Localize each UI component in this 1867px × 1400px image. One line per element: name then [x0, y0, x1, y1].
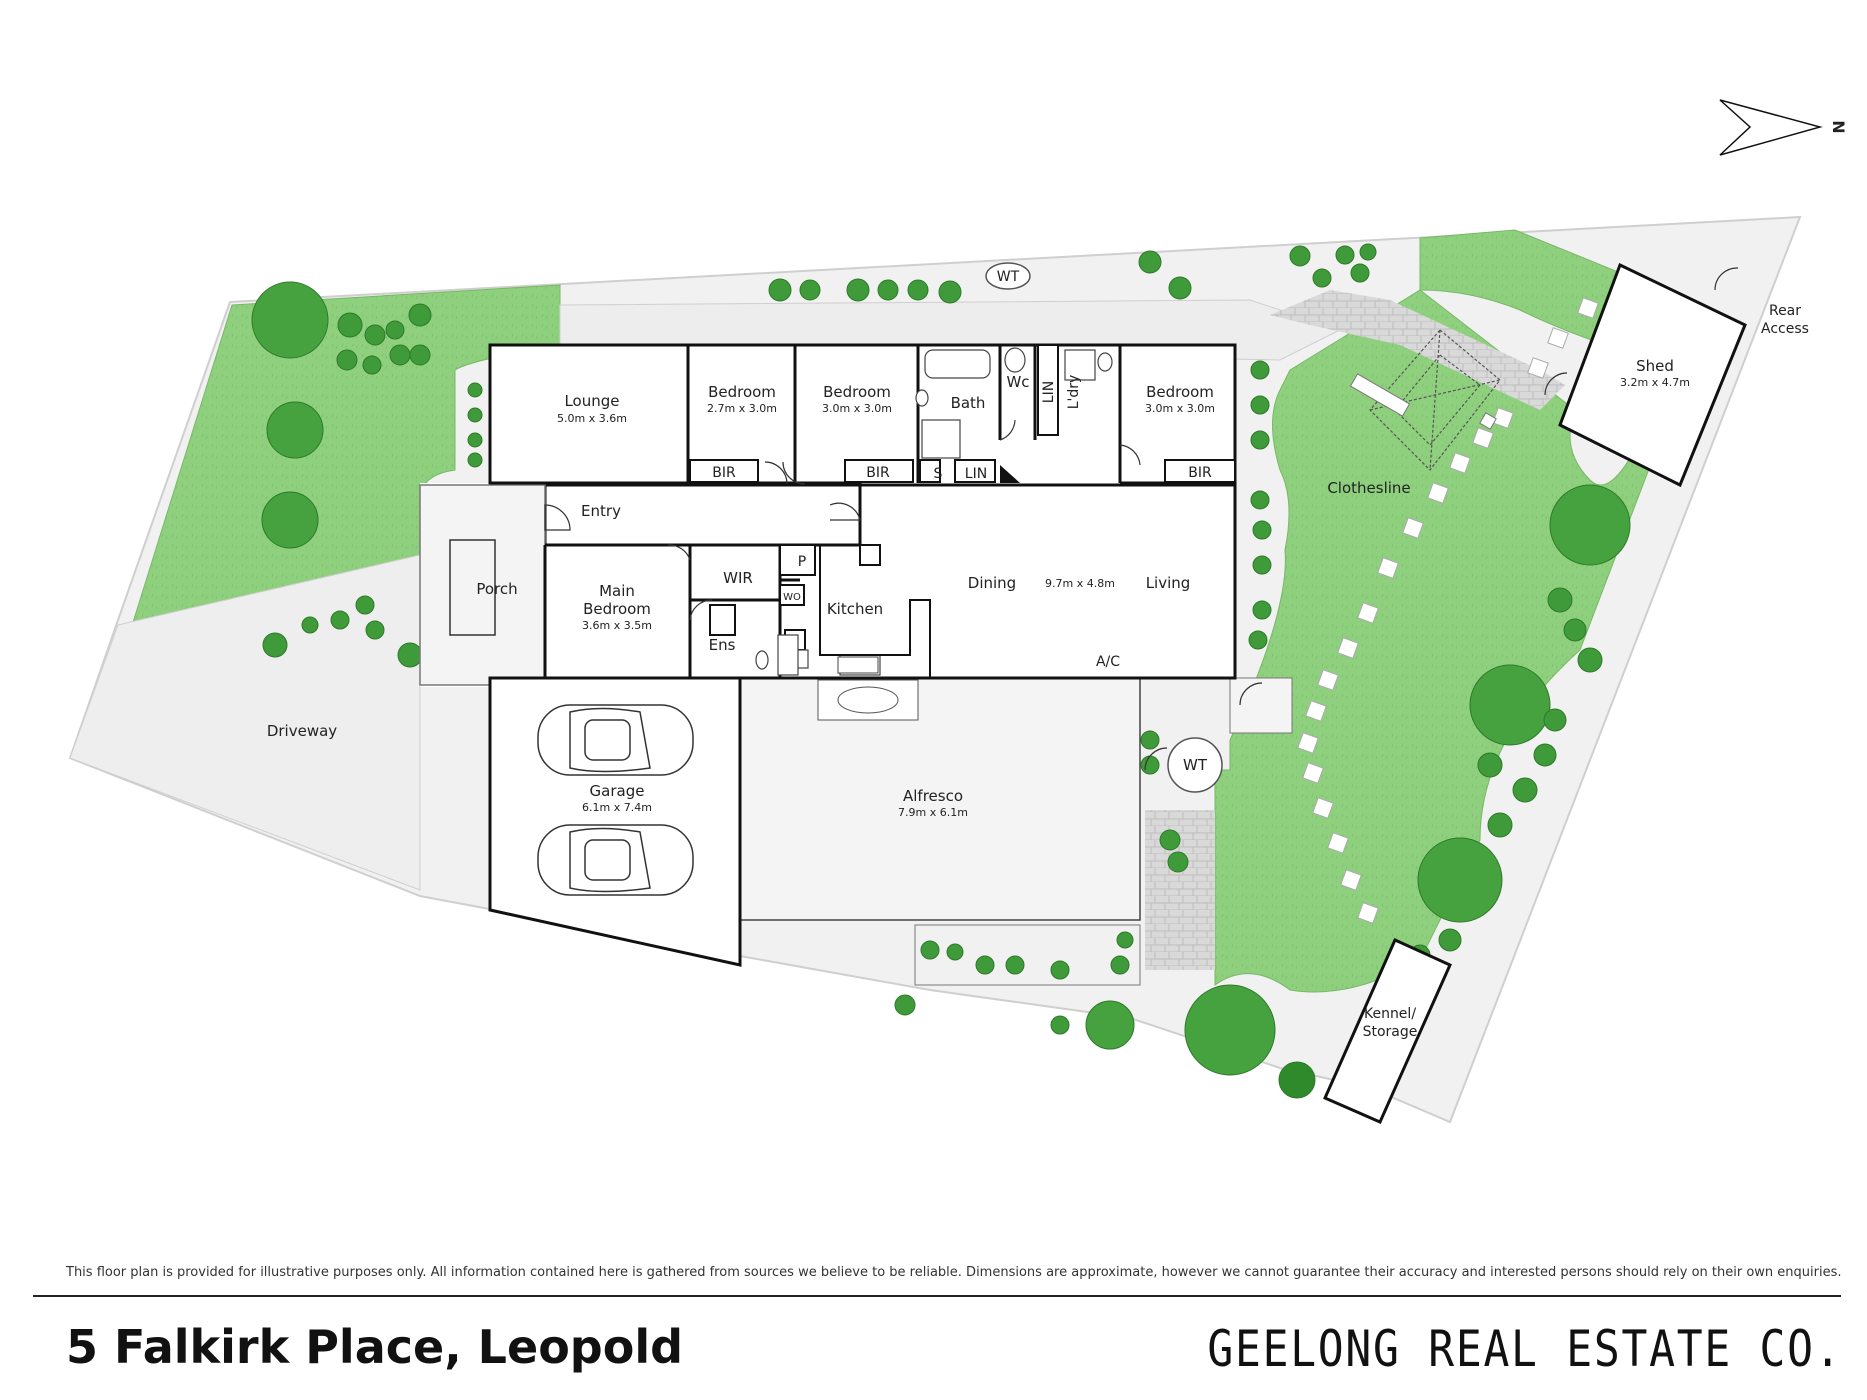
- dining-label: Dining: [968, 574, 1016, 592]
- pantry-label: P: [798, 554, 806, 570]
- living-label: Living: [1146, 574, 1191, 592]
- paving-path: [1270, 290, 1565, 410]
- bedroom-3-label: Bedroom: [823, 383, 891, 401]
- bedroom-4-label: Bedroom: [1146, 383, 1214, 401]
- porch-area: [419, 484, 546, 686]
- main-bedroom-label-1: Main: [599, 582, 635, 600]
- ensuite-label: Ens: [709, 636, 736, 654]
- bir-1-label: BIR: [712, 465, 736, 481]
- kennel-label-2: Storage: [1363, 1024, 1418, 1040]
- disclaimer-text: This floor plan is provided for illustra…: [66, 1265, 1842, 1280]
- shed-label: Shed: [1636, 357, 1674, 375]
- wir-label: WIR: [723, 569, 753, 587]
- main-bedroom-dims: 3.6m x 3.5m: [582, 619, 652, 632]
- bedroom-2-label: Bedroom: [708, 383, 776, 401]
- compass-north-label: N: [1829, 120, 1848, 133]
- built-in-robes: [689, 344, 1236, 651]
- alfresco-step: [1229, 677, 1293, 734]
- kennel-label-1: Kennel/: [1364, 1006, 1416, 1022]
- porch-label: Porch: [476, 580, 517, 598]
- clothesline-base: [1479, 412, 1497, 430]
- water-tank-1-label: WT: [997, 269, 1020, 285]
- driveway-surface: [69, 554, 421, 891]
- garage-dims: 6.1m x 7.4m: [582, 801, 652, 814]
- shed-outline: [1558, 262, 1747, 488]
- wc-label: Wc: [1006, 373, 1029, 391]
- garden-bed-rear: [914, 924, 1141, 986]
- wall-oven-label: WO: [783, 592, 801, 603]
- floor-plan: WT WT: [68, 99, 1848, 1124]
- lounge-label: Lounge: [564, 392, 619, 410]
- water-tank-2-label: WT: [1183, 756, 1208, 774]
- alfresco-label: Alfresco: [903, 787, 963, 805]
- alfresco-dims: 7.9m x 6.1m: [898, 806, 968, 819]
- dining-living-dims: 9.7m x 4.8m: [1045, 577, 1115, 590]
- kitchen-sink: [837, 656, 879, 674]
- entry-label: Entry: [581, 502, 621, 520]
- property-address: 5 Falkirk Place, Leopold: [66, 1320, 684, 1374]
- water-tank-2: [1167, 737, 1223, 793]
- kitchen-bench: [819, 545, 931, 678]
- bathroom-fixtures: [755, 347, 1113, 676]
- lounge-dims: 5.0m x 3.6m: [557, 412, 627, 425]
- footer-divider: [33, 1295, 1841, 1297]
- bedroom-3-dims: 3.0m x 3.0m: [822, 402, 892, 415]
- rear-access-label-1: Rear: [1769, 303, 1801, 319]
- door-swings: [544, 267, 1739, 771]
- garage-label: Garage: [590, 782, 645, 800]
- kitchen-label: Kitchen: [827, 600, 883, 618]
- laundry-label: L'dry: [1066, 375, 1082, 410]
- bir-2-label: BIR: [866, 465, 890, 481]
- main-bedroom-label-2: Bedroom: [583, 600, 651, 618]
- stepping-stones: [1297, 297, 1599, 924]
- water-tank-1: [985, 262, 1031, 290]
- lin-2-label: LIN: [965, 466, 987, 482]
- clothesline-pole: [1349, 373, 1411, 417]
- shower-label: S: [934, 466, 943, 482]
- clothesline-label: Clothesline: [1327, 479, 1410, 497]
- agency-logo: GEELONG REAL ESTATE CO.: [1207, 1320, 1842, 1378]
- bath-label: Bath: [951, 394, 986, 412]
- shrubs: [251, 243, 1631, 1099]
- car-1: [537, 704, 694, 776]
- rear-access-label-2: Access: [1761, 321, 1809, 337]
- outdoor-sink: [837, 686, 899, 714]
- porch-structure: [449, 539, 496, 636]
- compass-icon: [1719, 99, 1823, 156]
- lin-1-label: LIN: [1041, 381, 1057, 403]
- bir-3-label: BIR: [1188, 465, 1212, 481]
- shed-dims: 3.2m x 4.7m: [1620, 376, 1690, 389]
- kennel-outline: [1323, 938, 1452, 1124]
- paving-strip: [1145, 810, 1215, 970]
- car-2: [537, 824, 694, 896]
- ac-label: A/C: [1096, 654, 1120, 670]
- wc-corner-marker: [1000, 465, 1020, 483]
- bedroom-2-dims: 2.7m x 3.0m: [707, 402, 777, 415]
- bedroom-4-dims: 3.0m x 3.0m: [1145, 402, 1215, 415]
- driveway-label: Driveway: [267, 722, 337, 740]
